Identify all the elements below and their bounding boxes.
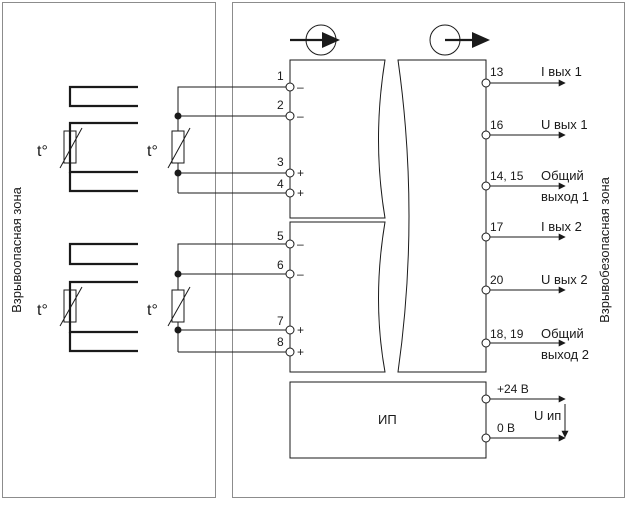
output-terminal-17 — [481, 232, 491, 242]
input-terminals: 1 2 3 4 5 6 7 8 – – + + – – + + — [277, 69, 304, 359]
input-terminal-5 — [285, 239, 295, 249]
output-label-i-out-1: I вых 1 — [541, 64, 582, 79]
input-direction-symbol — [290, 24, 340, 56]
channel-2-connected-sensor: t° — [147, 243, 288, 353]
power-supply-block — [289, 381, 487, 459]
channel-2-sensor-temp-label: t° — [37, 302, 48, 319]
safe-zone-label: Взрывобезопасная зона — [597, 176, 612, 323]
output-terminal-20 — [481, 285, 491, 295]
input-terminal-number-7: 7 — [277, 314, 284, 328]
input-terminal-number-3: 3 — [277, 155, 284, 169]
input-terminal-1 — [285, 82, 295, 92]
input-terminal-7 — [285, 325, 295, 335]
output-number-18-19: 18, 19 — [490, 327, 524, 341]
output-terminal-14-15 — [481, 181, 491, 191]
output-number-20: 20 — [490, 273, 504, 287]
input-terminal-number-6: 6 — [277, 258, 284, 272]
channel-1-connected-sensor: t° — [147, 86, 288, 194]
input-terminal-sign-2: – — [297, 109, 304, 123]
input-terminal-sign-4: + — [297, 186, 304, 200]
input-terminal-2 — [285, 111, 295, 121]
channel-2-input-block — [289, 221, 386, 373]
output-label-common-2-line1: Общий — [541, 326, 584, 341]
output-number-13: 13 — [490, 65, 504, 79]
output-number-17: 17 — [490, 220, 504, 234]
power-supply-terminals: +24 В 0 В U ип — [481, 382, 569, 443]
input-terminal-number-8: 8 — [277, 335, 284, 349]
power-supply-label: ИП — [378, 412, 397, 427]
channel-1-input-block — [289, 59, 386, 219]
output-label-u-out-2: U вых 2 — [541, 272, 588, 287]
output-terminal-16 — [481, 130, 491, 140]
channel-2-connected-temp-label: t° — [147, 302, 158, 319]
input-terminal-6 — [285, 269, 295, 279]
channel-1-4-wire-sensor: t° — [37, 85, 138, 193]
input-terminal-sign-7: + — [297, 323, 304, 337]
power-plus-label: +24 В — [497, 382, 529, 396]
input-terminal-4 — [285, 188, 295, 198]
input-terminal-sign-3: + — [297, 166, 304, 180]
hazardous-zone-label: Взрывоопасная зона — [9, 186, 24, 312]
input-terminal-number-4: 4 — [277, 177, 284, 191]
input-terminal-sign-5: – — [297, 237, 304, 251]
output-label-u-out-1: U вых 1 — [541, 117, 588, 132]
output-label-common-1-line1: Общий — [541, 168, 584, 183]
input-terminal-number-5: 5 — [277, 229, 284, 243]
input-terminal-sign-6: – — [297, 267, 304, 281]
power-zero-label: 0 В — [497, 421, 515, 435]
output-terminal-13 — [481, 78, 491, 88]
safe-zone-frame — [232, 2, 625, 498]
output-block — [397, 59, 487, 373]
output-label-common-2-line2: выход 2 — [541, 347, 589, 362]
input-terminal-sign-1: – — [297, 80, 304, 94]
input-terminal-number-1: 1 — [277, 69, 284, 83]
channel-1-connected-temp-label: t° — [147, 143, 158, 160]
output-label-i-out-2: I вых 2 — [541, 219, 582, 234]
output-terminal-18-19 — [481, 338, 491, 348]
input-terminal-8 — [285, 347, 295, 357]
power-u-label: U ип — [534, 408, 561, 423]
channel-1-sensor-temp-label: t° — [37, 143, 48, 160]
channel-2-4-wire-sensor: t° — [37, 242, 138, 353]
input-terminal-sign-8: + — [297, 345, 304, 359]
output-number-16: 16 — [490, 118, 504, 132]
output-direction-symbol — [429, 24, 490, 56]
power-terminal-plus — [481, 394, 491, 404]
output-number-14-15: 14, 15 — [490, 169, 524, 183]
hazardous-zone-frame — [2, 2, 216, 498]
output-label-common-1-line2: выход 1 — [541, 189, 589, 204]
input-terminal-3 — [285, 168, 295, 178]
power-terminal-zero — [481, 433, 491, 443]
input-terminal-number-2: 2 — [277, 98, 284, 112]
output-terminals: 13 I вых 1 16 U вых 1 14, 15 Общий выход… — [481, 64, 589, 362]
